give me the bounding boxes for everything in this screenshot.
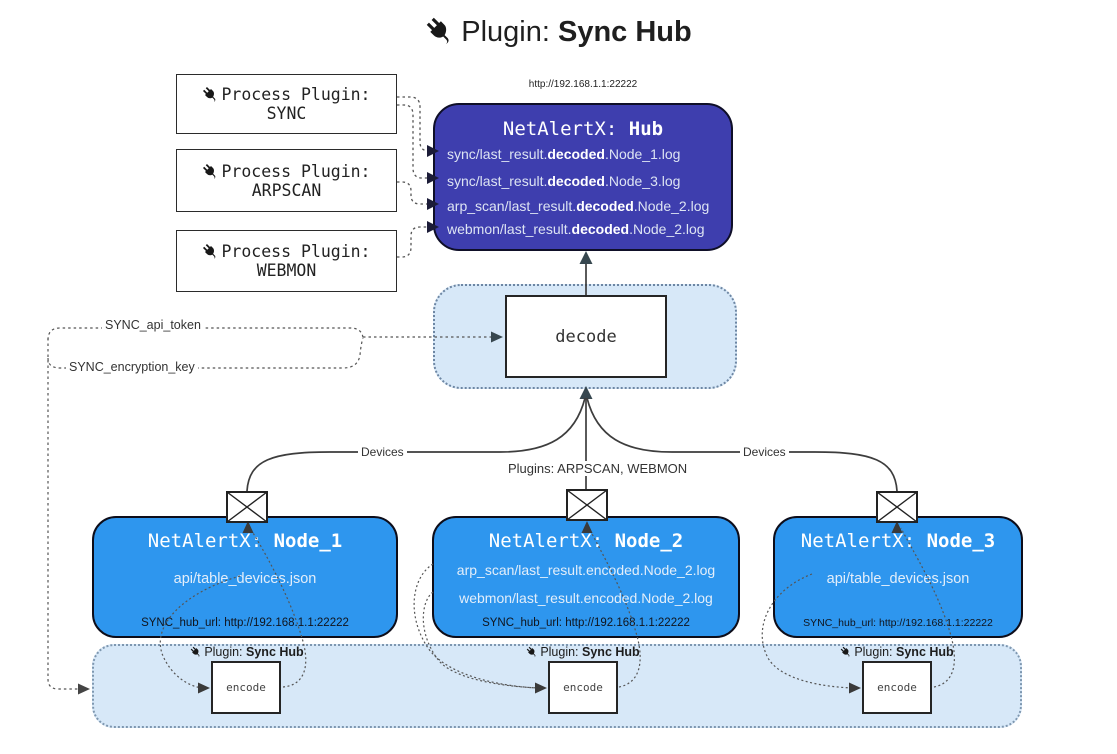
log-pre: webmon/last_result. <box>447 221 572 237</box>
node-title-bold: Node_3 <box>926 530 996 552</box>
encoder-plugin-label: Plugin: Sync Hub <box>167 645 327 659</box>
encode-label: encode <box>877 681 917 694</box>
node-title: NetAlertX: Node_1 <box>94 530 396 552</box>
decode-label: decode <box>555 326 617 347</box>
title-bold: Sync Hub <box>557 16 692 48</box>
node-3-box: NetAlertX: Node_3 api/table_devices.json… <box>773 516 1023 638</box>
log-pre: sync/last_result. <box>447 146 548 162</box>
encoder-label-bold: Sync Hub <box>896 645 954 659</box>
sync-encryption-key-label: SYNC_encryption_key <box>66 360 198 374</box>
encode-label: encode <box>226 681 266 694</box>
node-title-label: NetAlertX: <box>147 530 274 552</box>
encoder-label-bold: Sync Hub <box>582 645 640 659</box>
sync-api-token-label: SYNC_api_token <box>102 318 204 332</box>
encode-label: encode <box>563 681 603 694</box>
process-plugin-label: Process Plugin: <box>221 242 371 261</box>
log-post: .Node_2.log <box>629 221 705 237</box>
node-title-label: NetAlertX: <box>800 530 927 552</box>
node-hub-url: SYNC_hub_url: http://192.168.1.1:22222 <box>803 617 993 629</box>
plug-icon <box>203 163 216 179</box>
edge-label-devices-right: Devices <box>740 445 789 459</box>
process-plugin-sync: Process Plugin: SYNC <box>176 74 397 134</box>
log-post: .Node_2.log <box>633 198 710 214</box>
encoder-plugin-label: Plugin: Sync Hub <box>503 645 663 659</box>
hub-box: NetAlertX: Hub sync/last_result.decoded.… <box>433 103 733 251</box>
encoder-label: Plugin: <box>204 645 247 659</box>
hub-url: http://192.168.1.1:22222 <box>528 79 638 90</box>
node-title-label: NetAlertX: <box>488 530 615 552</box>
log-post: .Node_1.log <box>604 146 681 162</box>
node-2-box: NetAlertX: Node_2 arp_scan/last_result.e… <box>432 516 740 638</box>
log-pre: sync/last_result. <box>447 173 548 189</box>
node-file: api/table_devices.json <box>826 571 970 587</box>
node-title: NetAlertX: Node_2 <box>434 530 738 552</box>
plug-icon <box>527 646 536 658</box>
node-file: webmon/last_result.encoded.Node_2.log <box>459 590 713 606</box>
node-title: NetAlertX: Node_3 <box>775 530 1021 552</box>
encoder-label-bold: Sync Hub <box>246 645 304 659</box>
hub-title-bold: Hub <box>628 118 664 140</box>
arrow-into-band <box>78 683 90 695</box>
hub-log-item: arp_scan/last_result.decoded.Node_2.log <box>447 198 709 214</box>
edge-label-devices-left: Devices <box>358 445 407 459</box>
node-hub-url: SYNC_hub_url: http://192.168.1.1:22222 <box>482 617 690 629</box>
process-plugin-name: SYNC <box>266 104 307 123</box>
hub-log-item: sync/last_result.decoded.Node_3.log <box>447 173 680 189</box>
hub-title: NetAlertX: Hub <box>435 118 731 140</box>
log-bold: decoded <box>547 146 605 162</box>
plug-icon <box>841 646 850 658</box>
plug-icon <box>203 86 216 102</box>
node-title-bold: Node_2 <box>614 530 684 552</box>
node-1-box: NetAlertX: Node_1 api/table_devices.json… <box>92 516 398 638</box>
process-plugin-name: ARPSCAN <box>251 180 322 200</box>
log-bold: decoded <box>571 221 630 237</box>
log-pre: arp_scan/last_result. <box>447 198 577 214</box>
process-plugin-label: Process Plugin: <box>221 161 371 181</box>
process-plugin-webmon: Process Plugin: WEBMON <box>176 230 397 292</box>
hub-log-item: sync/last_result.decoded.Node_1.log <box>447 146 680 162</box>
encoder-label: Plugin: <box>854 645 897 659</box>
plug-icon <box>191 646 200 658</box>
process-plugin-arpscan: Process Plugin: ARPSCAN <box>176 149 397 212</box>
log-bold: decoded <box>547 173 605 189</box>
node-hub-url: SYNC_hub_url: http://192.168.1.1:22222 <box>141 617 349 629</box>
encode-box: encode <box>548 661 618 714</box>
hub-title-label: NetAlertX: <box>502 118 629 140</box>
plugin-to-hub-connectors <box>397 96 430 258</box>
node-file: arp_scan/last_result.encoded.Node_2.log <box>456 562 716 578</box>
plug-icon <box>203 243 216 259</box>
node-file: api/table_devices.json <box>173 571 317 587</box>
log-post: .Node_3.log <box>604 173 681 189</box>
encode-box: encode <box>862 661 932 714</box>
log-bold: decoded <box>576 198 634 214</box>
process-plugin-name: WEBMON <box>256 261 317 280</box>
decode-box: decode <box>505 295 667 378</box>
encode-box: encode <box>211 661 281 714</box>
encoder-plugin-label: Plugin: Sync Hub <box>817 645 977 659</box>
encoder-label: Plugin: <box>540 645 583 659</box>
hub-log-item: webmon/last_result.decoded.Node_2.log <box>447 221 705 237</box>
page-title: Plugin: Sync Hub <box>0 16 1117 49</box>
node-title-bold: Node_1 <box>273 530 343 552</box>
plug-icon <box>426 17 449 45</box>
title-label: Plugin: <box>461 16 558 48</box>
process-plugin-label: Process Plugin: <box>221 85 371 104</box>
edge-label-plugins: Plugins: ARPSCAN, WEBMON <box>505 461 691 476</box>
